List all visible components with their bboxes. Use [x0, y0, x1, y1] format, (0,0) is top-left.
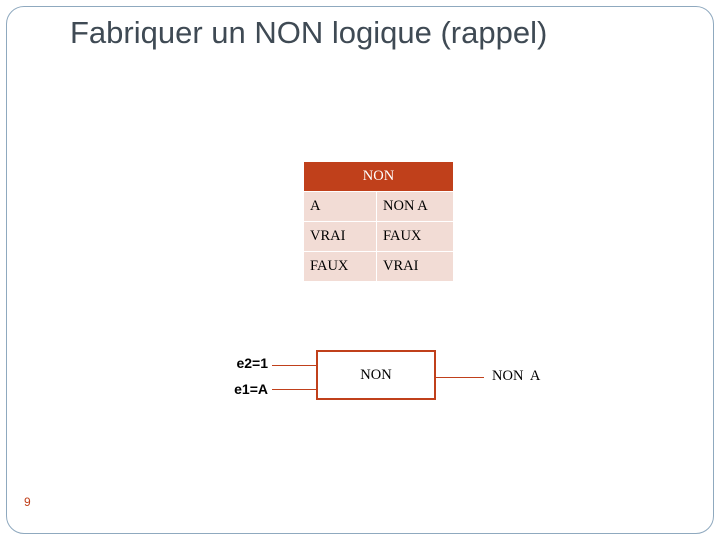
truth-table: NON A NON A VRAI FAUX FAUX VRAI	[303, 161, 454, 282]
table-row-header: NON	[303, 161, 454, 192]
table-row: FAUX VRAI	[303, 251, 454, 282]
wire-input-top	[272, 365, 316, 366]
input-label-e2: e2=1	[236, 355, 268, 371]
cell-non-a-row2: VRAI	[376, 251, 454, 282]
wire-input-bottom	[272, 389, 316, 390]
cell-a-row1: VRAI	[303, 221, 377, 252]
cell-non-a-row1: FAUX	[376, 221, 454, 252]
truth-table-title: NON	[303, 161, 454, 192]
column-header-non-a: NON A	[376, 191, 454, 222]
page-title: Fabriquer un NON logique (rappel)	[70, 15, 548, 50]
table-row-columns: A NON A	[303, 191, 454, 222]
wire-output	[436, 377, 484, 378]
gate-box-non: NON	[316, 350, 436, 400]
output-label-non-a: NON A	[492, 368, 541, 384]
cell-a-row2: FAUX	[303, 251, 377, 282]
column-header-a: A	[303, 191, 377, 222]
table-row: VRAI FAUX	[303, 221, 454, 252]
input-label-e1: e1=A	[234, 381, 268, 397]
slide-number: 9	[24, 495, 31, 509]
